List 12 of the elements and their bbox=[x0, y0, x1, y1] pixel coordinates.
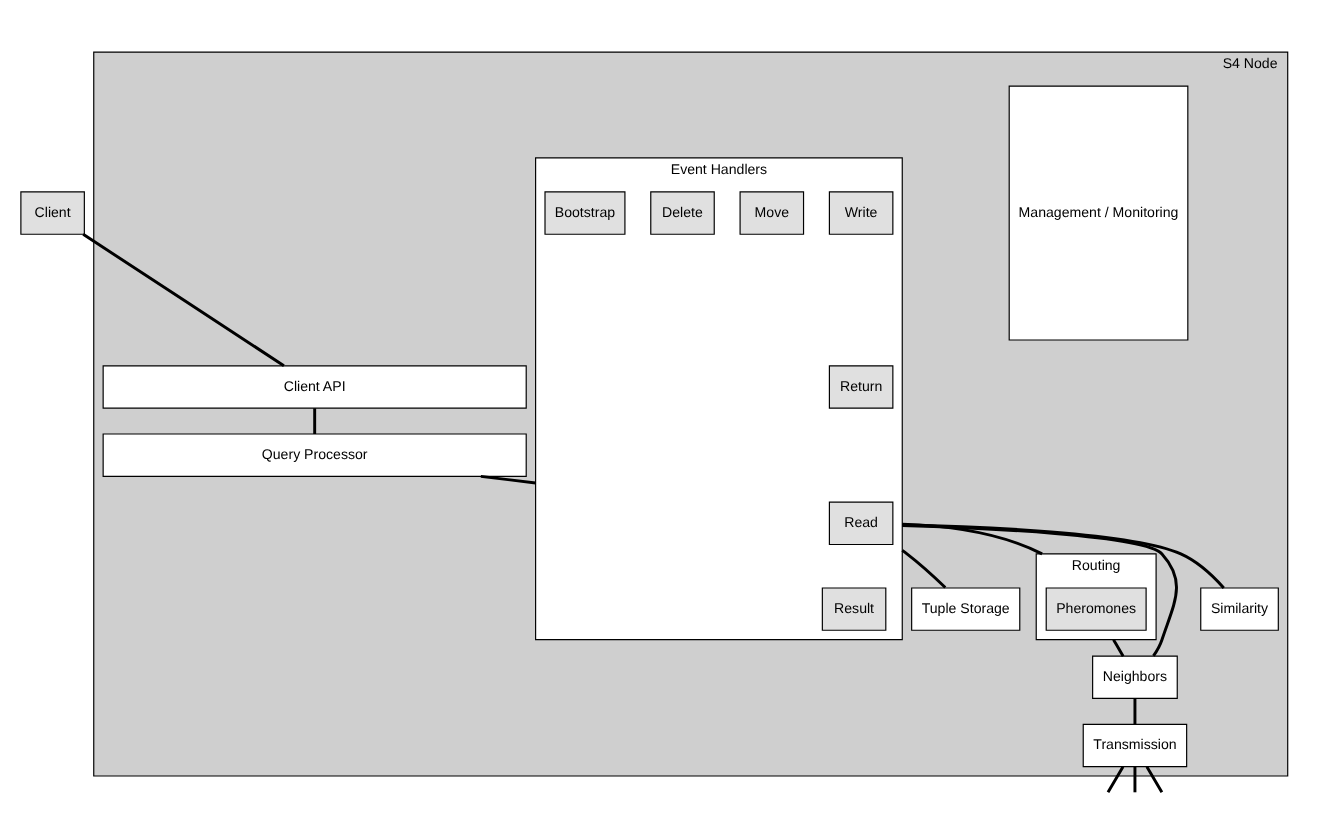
connector bbox=[902, 522, 1225, 588]
connector bbox=[1106, 765, 1125, 793]
connector bbox=[1112, 637, 1125, 656]
connector bbox=[902, 521, 1043, 555]
connector bbox=[480, 473, 536, 484]
connector bbox=[902, 523, 1178, 656]
connector bbox=[1145, 765, 1164, 793]
connector bbox=[313, 407, 317, 434]
connector bbox=[901, 548, 947, 588]
connector bbox=[1133, 697, 1137, 724]
connector bbox=[1133, 765, 1137, 792]
connector bbox=[82, 232, 285, 366]
